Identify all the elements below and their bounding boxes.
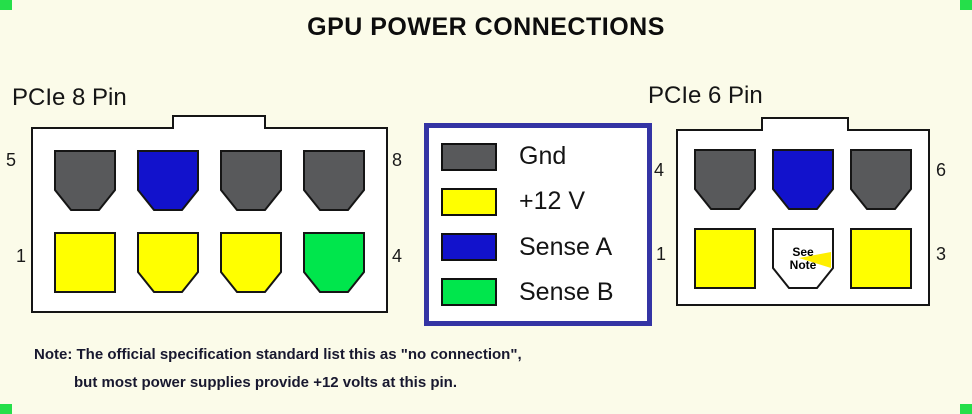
legend-row: +12 V <box>441 187 635 216</box>
pcie-8pin-label: PCIe 8 Pin <box>12 84 127 111</box>
note-line-1: Note: The official specification standar… <box>34 346 522 363</box>
connector-tab <box>172 115 266 129</box>
page-title: GPU POWER CONNECTIONS <box>307 13 665 41</box>
pin-gnd <box>850 149 912 210</box>
pin-number: 1 <box>16 246 27 266</box>
pin-senseB <box>303 232 365 293</box>
pin-number: 1 <box>656 244 667 264</box>
pcie-6pin-label: PCIe 6 Pin <box>648 82 763 109</box>
corner-mark <box>960 0 972 10</box>
legend-swatch-12v <box>441 187 497 216</box>
legend-label: +12 V <box>519 187 586 216</box>
pin-gnd <box>54 150 116 211</box>
pin-number: 4 <box>654 160 665 180</box>
legend: Gnd +12 V Sense A Sense B <box>424 123 652 326</box>
corner-mark <box>0 404 12 414</box>
connector-tab <box>761 117 849 131</box>
pin-gnd <box>220 150 282 211</box>
pin-senseA <box>137 150 199 211</box>
pin-row-top <box>33 150 386 211</box>
note-line-2: but most power supplies provide +12 volt… <box>74 374 457 391</box>
pin-v12 <box>220 232 282 293</box>
pin-number: 8 <box>392 150 403 170</box>
legend-swatch-gnd <box>441 142 497 171</box>
legend-label: Gnd <box>519 142 567 170</box>
pin-v12 <box>54 232 116 293</box>
pin-v12 <box>137 232 199 293</box>
pcie-8pin-connector <box>31 115 388 313</box>
legend-row: Gnd <box>441 142 635 171</box>
legend-swatch-sense-a <box>441 233 497 262</box>
pin-number: 4 <box>392 246 403 266</box>
pin-gnd <box>303 150 365 211</box>
pin-number: 6 <box>936 160 947 180</box>
legend-label: Sense B <box>519 277 614 306</box>
pin-senseA <box>772 149 834 210</box>
legend-row: Sense A <box>441 233 635 262</box>
pin-row-bottom <box>33 232 386 293</box>
legend-row: Sense B <box>441 278 635 307</box>
pin-gnd <box>694 149 756 210</box>
note-arrow-icon <box>799 252 831 268</box>
corner-mark <box>0 0 12 10</box>
legend-swatch-sense-b <box>441 278 497 307</box>
pin-number: 5 <box>6 150 17 170</box>
pin-v12 <box>850 228 912 289</box>
corner-mark <box>960 404 972 414</box>
legend-label: Sense A <box>519 232 613 261</box>
pin-v12 <box>694 228 756 289</box>
pin-row-top <box>678 149 928 210</box>
pin-number: 3 <box>936 244 947 264</box>
